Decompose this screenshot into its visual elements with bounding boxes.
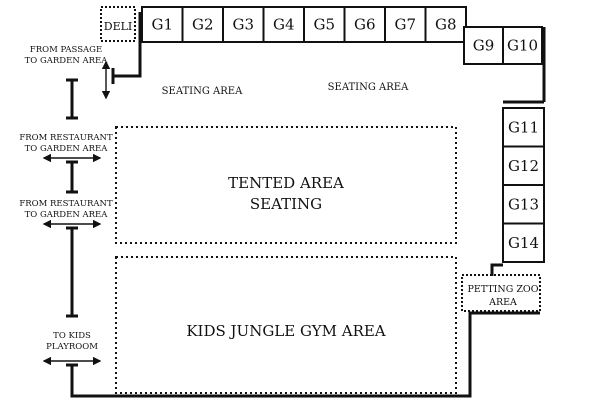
stall-row-top: G1 G2 G3 G4 G5 G6 G7 G8 bbox=[141, 6, 467, 43]
stall-g13-label: G13 bbox=[508, 195, 539, 213]
stall-g8: G8 bbox=[424, 6, 467, 43]
stall-g12: G12 bbox=[502, 145, 545, 186]
restaurant-entrance-2-label-line1: FROM RESTAURANT bbox=[19, 199, 113, 209]
stall-g1-label: G1 bbox=[151, 16, 173, 34]
stall-g10-box bbox=[502, 26, 543, 65]
stall-g14-label: G14 bbox=[508, 234, 539, 252]
tented-area-label-line1: TENTED AREA bbox=[228, 174, 344, 192]
wall-northwest bbox=[113, 12, 142, 78]
stall-g6: G6 bbox=[343, 6, 386, 43]
kids-jungle-gym-label: KIDS JUNGLE GYM AREA bbox=[186, 322, 385, 340]
tented-area-label-line2: SEATING bbox=[250, 195, 322, 213]
stall-g2-label: G2 bbox=[192, 16, 214, 34]
kids-playroom-label-line2: PLAYROOM bbox=[46, 342, 98, 352]
stall-g2: G2 bbox=[181, 6, 224, 43]
stall-g11: G11 bbox=[502, 107, 545, 148]
stall-row-corner: G9 G10 bbox=[463, 26, 543, 65]
east-wall-step bbox=[490, 263, 503, 276]
stall-g14-box bbox=[502, 222, 545, 263]
petting-zoo: PETTING ZOO AREA bbox=[461, 274, 541, 312]
stall-g3-box bbox=[222, 6, 265, 43]
deli-label: DELI bbox=[104, 20, 133, 33]
kids-jungle-gym-boundary bbox=[115, 256, 457, 394]
stall-g13: G13 bbox=[502, 184, 545, 225]
passage-entrance bbox=[101, 60, 115, 100]
stall-g4-box bbox=[262, 6, 305, 43]
stall-g9-box bbox=[463, 26, 504, 65]
kids-jungle-gym-area: KIDS JUNGLE GYM AREA bbox=[115, 256, 457, 394]
stall-g9: G9 bbox=[463, 26, 504, 65]
stall-g4: G4 bbox=[262, 6, 305, 43]
tented-area-boundary bbox=[115, 126, 457, 244]
wall-south bbox=[70, 311, 540, 398]
stall-g5: G5 bbox=[303, 6, 346, 43]
stall-g7: G7 bbox=[384, 6, 427, 43]
stall-g11-label: G11 bbox=[508, 118, 539, 136]
stall-g4-label: G4 bbox=[273, 16, 295, 34]
seating-area-right-label: SEATING AREA bbox=[328, 82, 409, 93]
seating-area-left-label: SEATING AREA bbox=[162, 86, 243, 97]
restaurant-entrance-1-label-line1: FROM RESTAURANT bbox=[19, 133, 113, 143]
kids-playroom-label-line1: TO KIDS bbox=[53, 331, 91, 341]
stall-g14: G14 bbox=[502, 222, 545, 263]
entrance-labels: FROM PASSAGE TO GARDEN AREA FROM RESTAUR… bbox=[19, 45, 113, 352]
deli: DELI bbox=[100, 6, 136, 42]
stall-g8-box bbox=[424, 6, 467, 43]
passage-entrance-label-line1: FROM PASSAGE bbox=[30, 45, 102, 55]
stall-g7-label: G7 bbox=[394, 16, 416, 34]
stall-g3: G3 bbox=[222, 6, 265, 43]
restaurant-entrance-2-label-line2: TO GARDEN AREA bbox=[25, 210, 109, 220]
stall-g6-label: G6 bbox=[354, 16, 376, 34]
entrance-arrows bbox=[42, 153, 102, 366]
petting-zoo-label-line2: AREA bbox=[488, 297, 517, 308]
stall-g2-box bbox=[181, 6, 224, 43]
petting-zoo-label-line1: PETTING ZOO bbox=[467, 284, 538, 295]
stall-g13-box bbox=[502, 184, 545, 225]
west-wall-segments bbox=[66, 78, 78, 367]
stall-g8-label: G8 bbox=[435, 16, 457, 34]
stall-g5-box bbox=[303, 6, 346, 43]
stall-g3-label: G3 bbox=[232, 16, 254, 34]
stall-g12-box bbox=[502, 145, 545, 186]
stall-g11-box bbox=[502, 107, 545, 148]
deli-box bbox=[100, 6, 136, 42]
tented-area: TENTED AREA SEATING bbox=[115, 126, 457, 244]
east-wall-lower bbox=[490, 100, 544, 276]
stall-g1: G1 bbox=[141, 6, 184, 43]
stall-g5-label: G5 bbox=[313, 16, 335, 34]
restaurant-entrance-1-label-line2: TO GARDEN AREA bbox=[25, 144, 109, 154]
stall-g10: G10 bbox=[502, 26, 543, 65]
stall-g9-label: G9 bbox=[473, 37, 495, 55]
petting-zoo-boundary bbox=[461, 274, 541, 312]
passage-entrance-label-line2: TO GARDEN AREA bbox=[25, 56, 109, 66]
stall-g7-box bbox=[384, 6, 427, 43]
stall-g10-label: G10 bbox=[507, 37, 538, 55]
stall-g12-label: G12 bbox=[508, 157, 539, 175]
